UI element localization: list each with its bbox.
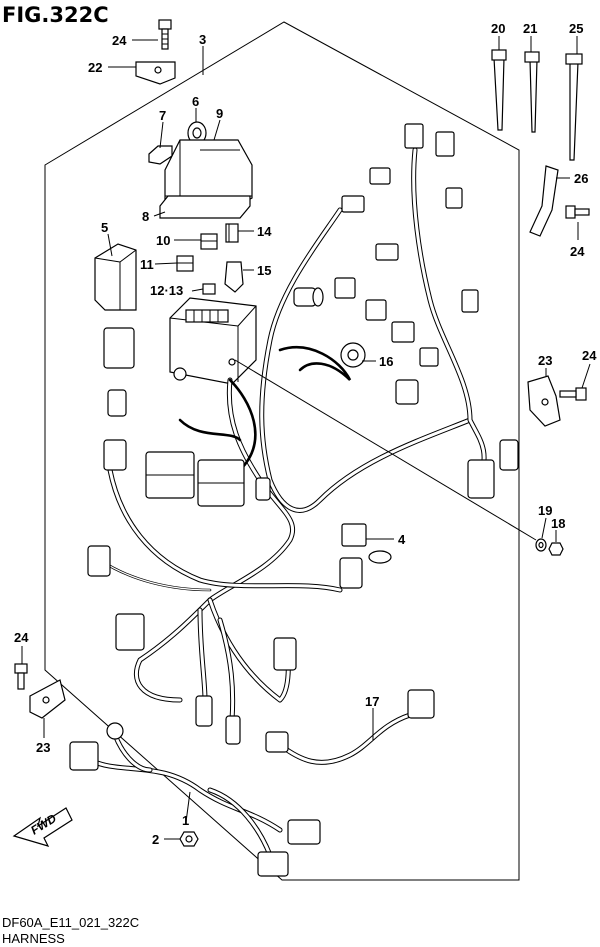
connector-lower [195, 557, 363, 745]
fuse-box-main [169, 297, 257, 385]
connector-blocks-left [87, 389, 271, 651]
callout-24-left: 24 [14, 630, 29, 645]
fuse-12-13 [202, 283, 216, 295]
callout-21: 21 [523, 21, 537, 36]
connector-cluster-top [334, 123, 479, 367]
bracket-26 [529, 165, 559, 237]
clip-4 [341, 523, 392, 564]
relay-11 [176, 255, 194, 272]
callout-24-top: 24 [112, 33, 127, 48]
bolt-24-right-lower [559, 387, 587, 401]
relay-14 [225, 223, 239, 243]
callout-22: 22 [88, 60, 102, 75]
callout-18: 18 [551, 516, 565, 531]
figure-title: FIG.322C [2, 3, 109, 27]
callout-16: 16 [379, 354, 393, 369]
clip-7 [148, 145, 173, 165]
callout-12-13: 12·13 [150, 283, 183, 298]
sensor-16 [340, 342, 366, 368]
relay-10 [200, 233, 218, 250]
tie-wrap-21 [524, 51, 540, 133]
harness-1 [69, 722, 321, 877]
callout-10: 10 [156, 233, 170, 248]
bulb-15 [224, 261, 244, 293]
sensor-plug-top [293, 287, 324, 307]
callout-23-left: 23 [36, 740, 50, 755]
callout-15: 15 [257, 263, 271, 278]
bolt-24-left [14, 663, 28, 690]
callout-19: 19 [538, 503, 552, 518]
callout-7: 7 [159, 108, 166, 123]
callout-26: 26 [574, 171, 588, 186]
callout-20: 20 [491, 21, 505, 36]
callout-17: 17 [365, 694, 379, 709]
callout-leaders [21, 36, 591, 840]
grommet-clip-right [395, 379, 419, 405]
callout-1: 1 [182, 813, 189, 828]
callout-11: 11 [140, 257, 154, 272]
callout-25: 25 [569, 21, 583, 36]
callout-3: 3 [199, 32, 206, 47]
harness-17 [265, 689, 435, 765]
assembly-frame [44, 21, 520, 881]
callout-24-right-lower: 24 [582, 348, 597, 363]
nut-2 [179, 831, 199, 847]
callout-14: 14 [257, 224, 272, 239]
diagram-code: DF60A_E11_021_322C [2, 915, 139, 930]
nut-18 [548, 542, 564, 556]
ground-leader-line [234, 359, 537, 541]
tie-wrap-20 [491, 49, 507, 131]
bolt-24-top [158, 19, 172, 50]
fwd-arrow: FWD [12, 807, 73, 847]
bolt-24-right-upper [565, 205, 590, 219]
callout-8: 8 [142, 209, 149, 224]
tie-wrap-25 [565, 53, 583, 161]
callout-24-right-upper: 24 [570, 244, 585, 259]
callout-4: 4 [398, 532, 406, 547]
bracket-23-left [29, 679, 66, 719]
washer-19 [535, 538, 547, 552]
seal-8 [159, 195, 251, 219]
bracket-22 [135, 61, 176, 85]
callout-9: 9 [216, 106, 223, 121]
callout-numbers: 24 22 3 6 7 9 8 5 10 11 12·13 14 15 16 4… [14, 21, 597, 847]
section-name: HARNESS [2, 931, 65, 946]
callout-2: 2 [152, 832, 159, 847]
callout-23-right: 23 [538, 353, 552, 368]
callout-5: 5 [101, 220, 108, 235]
relay-box-5 [94, 243, 137, 311]
connector-cluster-right [467, 439, 519, 499]
callout-6: 6 [192, 94, 199, 109]
bracket-23-right [527, 375, 561, 427]
cap-connector-left [103, 327, 135, 369]
